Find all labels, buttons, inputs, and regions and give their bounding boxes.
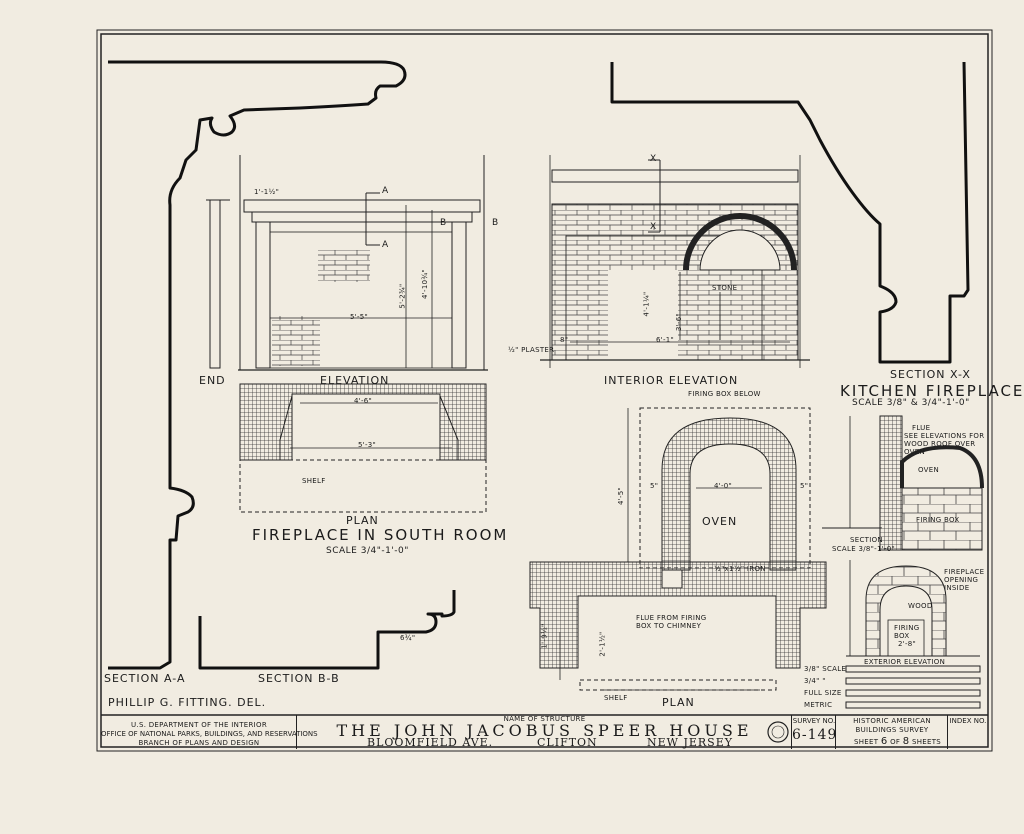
survey-seal xyxy=(767,721,789,743)
kitchen-dim-d3: 3'-6" xyxy=(675,312,684,332)
sheet-suffix: SHEETS xyxy=(911,738,942,746)
section-xx-profile xyxy=(610,61,970,364)
interior-elevation-label: INTERIOR ELEVATION xyxy=(604,374,739,387)
structure-name: THE JOHN JACOBUS SPEER HOUSE xyxy=(336,721,753,740)
section-mark-x-top: X xyxy=(650,154,657,164)
kitchen-shelf-label: SHELF xyxy=(604,694,628,702)
section-oven-note: OVEN xyxy=(918,466,940,474)
agency-line-2: OFFICE OF NATIONAL PARKS, BUILDINGS, AND… xyxy=(101,730,318,738)
sheet-total: 8 xyxy=(902,736,910,747)
section-mark-b-left: B xyxy=(440,218,447,228)
sheet-prefix: SHEET xyxy=(854,738,879,746)
dim-d6: 5'-3" xyxy=(358,441,377,449)
exterior-firing-box-note: FIRING BOX xyxy=(894,624,920,640)
section-bb-profile xyxy=(198,590,456,670)
section-aa-label: SECTION A-A xyxy=(104,672,186,685)
outer-border xyxy=(96,29,993,752)
elevation-label: ELEVATION xyxy=(320,374,390,387)
firing-box-below-note: FIRING BOX BELOW xyxy=(688,390,761,398)
kitchen-exterior-elevation xyxy=(846,560,980,657)
exterior-dim: 2'-8" xyxy=(898,640,917,648)
dim-d3: 4'-10¾" xyxy=(420,269,429,299)
section-mark-x-bottom: X xyxy=(650,222,657,232)
kitchen-dim-d1: 6'-1" xyxy=(656,336,675,344)
title-block-habs: HISTORIC AMERICAN BUILDINGS SURVEY SHEET… xyxy=(836,715,948,749)
section-firing-box-note: FIRING BOX xyxy=(916,516,960,524)
kitchen-dim-d6-right: 5" xyxy=(800,482,809,490)
delineator-label: PHILLIP G. FITTING. DEL. xyxy=(108,696,267,709)
agency-line-3: BRANCH OF PLANS AND DESIGN xyxy=(138,739,260,747)
dim-d5: 4'-6" xyxy=(354,397,373,405)
index-caption: INDEX NO. xyxy=(949,717,987,725)
kitchen-dim-d9: 1'-9½" xyxy=(540,623,549,649)
section-flue-note: FLUE xyxy=(912,424,931,432)
exterior-wood-note: WOOD xyxy=(908,602,933,610)
habs-line-2: BUILDINGS SURVEY xyxy=(855,726,929,734)
state: NEW JERSEY xyxy=(647,736,734,749)
title-block-index: INDEX NO. xyxy=(948,715,988,749)
scale-label-4: METRIC xyxy=(804,701,833,709)
kitchen-dim-d6-left: 5" xyxy=(650,482,659,490)
exterior-elevation-label: EXTERIOR ELEVATION xyxy=(864,658,946,666)
section-see-note: SEE ELEVATIONS FOR WOOD ROOF OVER OVEN xyxy=(904,432,985,456)
kitchen-dim-d5: 4'-5" xyxy=(617,486,626,506)
dim-d2: 5'-5" xyxy=(350,313,369,321)
kitchen-plan xyxy=(529,407,827,691)
scale-label-2: 3/4" " xyxy=(804,677,826,685)
kitchen-dim-d7: 8" xyxy=(560,336,569,344)
kitchen-section-label: SECTION xyxy=(850,536,883,544)
flue-note: FLUE FROM FIRING BOX TO CHIMNEY xyxy=(636,614,707,630)
graphic-scales xyxy=(845,665,981,709)
agency-line-1: U.S. DEPARTMENT OF THE INTERIOR xyxy=(131,721,267,729)
inner-border xyxy=(100,33,989,748)
south-room-plan xyxy=(239,383,487,513)
kitchen-section xyxy=(822,415,984,551)
dim-d4: 5'-2¾" xyxy=(398,283,407,309)
survey-number: 6-149 xyxy=(792,727,838,743)
south-room-elevation xyxy=(206,155,488,371)
title-block-agency: U.S. DEPARTMENT OF THE INTERIOR OFFICE O… xyxy=(101,715,318,749)
title-block-survey: SURVEY NO. 6-149 xyxy=(792,715,836,749)
dim-d1: 1'-1½" xyxy=(254,188,280,196)
section-bb-label: SECTION B-B xyxy=(258,672,340,685)
stone-note: STONE xyxy=(712,284,738,292)
survey-caption: SURVEY NO. xyxy=(792,717,836,725)
dim-d7: 6¾" xyxy=(400,634,416,642)
section-mark-a-top: A xyxy=(382,186,389,196)
kitchen-dim-d8: 2'-1½" xyxy=(598,631,607,657)
kitchen-plan-label: PLAN xyxy=(662,696,695,709)
kitchen-dim-d2: 4'-1¼" xyxy=(642,291,651,317)
name-caption: NAME OF STRUCTURE xyxy=(503,715,586,723)
oven-label: OVEN xyxy=(702,515,738,528)
section-xx-label: SECTION X-X xyxy=(890,368,971,381)
end-label: END xyxy=(199,374,226,387)
sheet-of: OF xyxy=(890,738,901,746)
plaster-note: ½" PLASTER xyxy=(508,346,555,354)
fireplace-opening-note: FIREPLACE OPENING INSIDE xyxy=(944,568,985,592)
south-room-title: FIREPLACE IN SOUTH ROOM xyxy=(252,526,509,544)
south-room-scale: SCALE 3/4"-1'-0" xyxy=(326,546,409,556)
scale-label-3: FULL SIZE xyxy=(804,689,842,697)
city: CLIFTON xyxy=(537,736,598,749)
street-address: BLOOMFIELD AVE. xyxy=(367,736,494,749)
sheet-count: SHEET 6 OF 8 SHEETS xyxy=(854,736,941,747)
scale-label-1: 3/8" SCALE xyxy=(804,665,847,673)
section-mark-b-right: B xyxy=(492,218,499,228)
kitchen-fireplace-title: KITCHEN FIREPLACE xyxy=(840,382,1024,400)
section-aa-profile xyxy=(108,60,407,670)
kitchen-scale: SCALE 3/8" & 3/4"-1'-0" xyxy=(852,398,970,408)
shelf-label: SHELF xyxy=(302,477,326,485)
title-block-structure: NAME OF STRUCTURE THE JOHN JACOBUS SPEER… xyxy=(297,715,792,749)
kitchen-section-scale: SCALE 3/8"-1'-0" xyxy=(832,545,896,553)
sheet-number: 6 xyxy=(880,736,888,747)
kitchen-dim-d4: 4'-0" xyxy=(714,482,733,490)
section-mark-a-bottom: A xyxy=(382,240,389,250)
iron-note: ½"x1½" IRON xyxy=(714,565,766,573)
kitchen-interior-elevation xyxy=(540,155,810,368)
habs-line-1: HISTORIC AMERICAN xyxy=(853,717,931,725)
south-plan-label: PLAN xyxy=(346,514,379,527)
